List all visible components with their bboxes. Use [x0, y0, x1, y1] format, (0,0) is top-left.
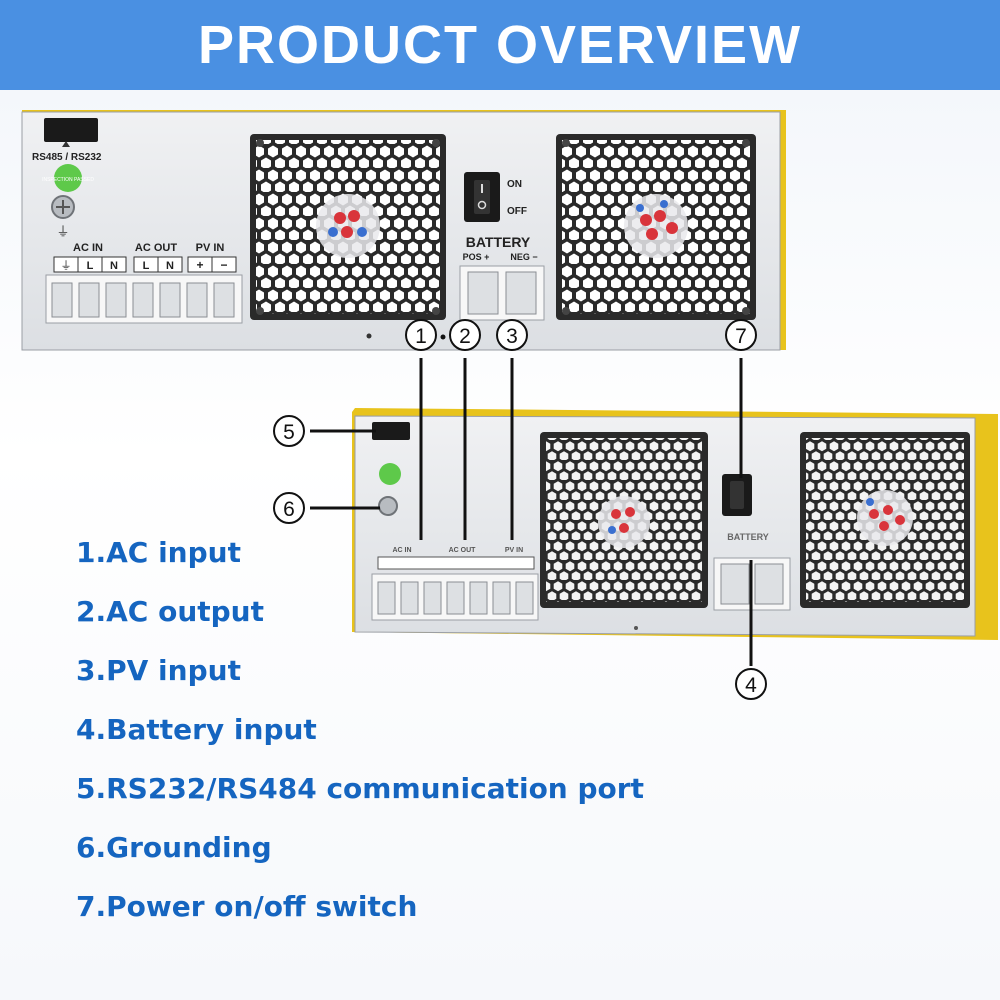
power-switch: ON OFF — [464, 172, 527, 222]
terminal-mark: L — [87, 260, 94, 272]
terminal-mark: ⏚ — [61, 259, 72, 272]
terminal-label-lower: AC IN — [392, 547, 411, 554]
callout-lines — [310, 358, 753, 666]
top-inverter-panel: RS485 / RS232 INSPECTION PASSED ⏚ AC IN … — [21, 110, 786, 351]
legend-item: 6.Grounding — [76, 831, 272, 864]
terminal-block — [45, 274, 243, 324]
callout-marker-5: 5 — [273, 415, 305, 447]
rs485-port — [44, 118, 98, 142]
callout-number: 7 — [735, 325, 747, 348]
page-title: PRODUCT OVERVIEW — [197, 15, 803, 75]
switch-on-label: ON — [507, 179, 522, 190]
callout-marker-3: 3 — [496, 319, 528, 351]
callout-number: 2 — [459, 325, 471, 348]
battery-terminal-lower — [713, 557, 791, 611]
callout-number: 1 — [415, 325, 427, 348]
inspection-sticker-lower — [379, 463, 401, 485]
legend-item: 3.PV input — [76, 654, 241, 687]
callout-number: 5 — [283, 421, 295, 444]
battery-pos-label: POS + — [463, 252, 490, 262]
terminal-label-pv-in: PV IN — [196, 242, 225, 254]
legend-item: 2.AC output — [76, 595, 265, 628]
inspection-sticker — [54, 164, 82, 192]
callout-marker-1: 1 — [405, 319, 437, 351]
fan-grille-lower-left — [540, 432, 708, 608]
callout-number: 6 — [283, 498, 295, 521]
sticker-text: INSPECTION PASSED — [42, 177, 94, 183]
callout-markers: 1 2 3 7 5 6 4 — [273, 319, 767, 700]
power-switch-lower — [722, 474, 752, 516]
callout-marker-7: 7 — [725, 319, 757, 351]
fan-grille-left — [250, 134, 446, 320]
terminal-label-ac-out: AC OUT — [135, 242, 177, 254]
ground-screw-lower-icon — [378, 496, 398, 516]
legend-item: 7.Power on/off switch — [76, 890, 418, 923]
switch-off-label: OFF — [507, 206, 527, 217]
ground-symbol-icon: ⏚ — [56, 224, 69, 239]
fan-grille-lower-right — [800, 432, 970, 608]
terminal-label-lower: AC OUT — [449, 547, 477, 554]
callout-marker-4: 4 — [735, 668, 767, 700]
battery-terminal — [459, 265, 545, 321]
legend-item: 4.Battery input — [76, 713, 317, 746]
terminal-mark: N — [166, 260, 174, 272]
callout-marker-6: 6 — [273, 492, 305, 524]
terminal-label-lower: PV IN — [505, 547, 523, 554]
rs485-port-lower — [372, 422, 410, 440]
bottom-inverter-panel: AC IN AC OUT PV IN BATTERY — [352, 408, 998, 640]
terminal-label-ac-in: AC IN — [73, 242, 103, 254]
terminal-mark: N — [110, 260, 118, 272]
title-banner: PRODUCT OVERVIEW — [0, 0, 1000, 90]
battery-label-lower: BATTERY — [727, 532, 769, 542]
terminal-mark: + — [196, 258, 203, 272]
battery-label: BATTERY — [466, 234, 531, 250]
comm-port-label: RS485 / RS232 — [32, 152, 102, 163]
callout-number: 4 — [745, 674, 757, 697]
legend-list: 1.AC input 2.AC output 3.PV input 4.Batt… — [76, 533, 644, 946]
battery-neg-label: NEG − — [510, 252, 537, 262]
callout-marker-2: 2 — [449, 319, 481, 351]
legend-item: 1.AC input — [76, 536, 241, 569]
callout-number: 3 — [506, 325, 518, 348]
fan-grille-right — [556, 134, 756, 320]
legend-item: 5.RS232/RS484 communication port — [76, 772, 644, 805]
terminal-block-lower — [371, 573, 539, 621]
terminal-mark: L — [143, 260, 150, 272]
terminal-mark: − — [220, 258, 227, 272]
terminal-marks-row: ⏚ L N L N + − — [53, 256, 237, 273]
